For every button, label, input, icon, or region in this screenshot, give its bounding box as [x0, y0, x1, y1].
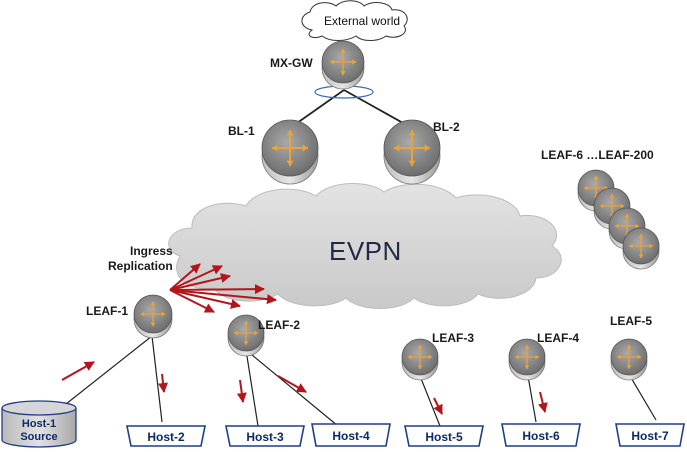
ingress-replication-label: Ingress Replication	[108, 244, 173, 273]
mx-gw-label: MX-GW	[270, 56, 313, 70]
evpn-cloud	[168, 182, 562, 309]
leaf-4-label: LEAF-4	[537, 331, 579, 345]
router-stack-leaf-6-200	[577, 169, 660, 270]
router-leaf-5	[610, 338, 648, 381]
host-2-label: Host-2	[147, 430, 185, 444]
host-5-shape	[404, 425, 484, 447]
host-1-database-icon	[1, 400, 77, 448]
host-5-label: Host-5	[425, 430, 463, 444]
leaf-5-label: LEAF-5	[610, 314, 652, 328]
access-links	[65, 335, 657, 427]
router-mx-gw	[321, 40, 365, 90]
host-6-shape	[501, 423, 581, 447]
router-leaf-1	[133, 294, 173, 339]
host-7-label: Host-7	[631, 429, 669, 443]
router-leaf-2	[227, 314, 265, 357]
bl-1-label: BL-1	[228, 124, 255, 138]
leaf-range-label: LEAF-6 …LEAF-200	[541, 148, 654, 162]
host-4-label: Host-4	[332, 429, 370, 443]
host-3-label: Host-3	[246, 430, 284, 444]
evpn-label: EVPN	[329, 236, 402, 266]
host-2-shape	[126, 425, 206, 447]
link-mxgw-bl2	[343, 89, 413, 129]
host-shapes	[126, 423, 685, 447]
ingress-replication-arrows	[169, 263, 277, 313]
host-6-label: Host-6	[522, 429, 560, 443]
host-1-label: Host-1 Source	[2, 418, 76, 444]
bl-2-label: BL-2	[433, 120, 460, 134]
leaf-2-label: LEAF-2	[258, 318, 300, 332]
router-leaf-3	[401, 338, 439, 381]
router-bl-2	[383, 119, 441, 185]
host-4-shape	[311, 423, 391, 447]
traffic-arrows	[61, 361, 548, 415]
external-world-label: External world	[324, 14, 401, 28]
host-7-shape	[615, 423, 685, 447]
external-world-cloud	[301, 0, 408, 41]
router-bl-1	[261, 119, 319, 185]
leaf-3-label: LEAF-3	[432, 331, 474, 345]
leaf-1-label: LEAF-1	[86, 304, 128, 318]
host-1-role: Source	[20, 431, 58, 443]
host-1-name: Host-1	[21, 418, 57, 430]
host-3-shape	[225, 425, 305, 447]
router-leaf-4	[508, 338, 546, 381]
